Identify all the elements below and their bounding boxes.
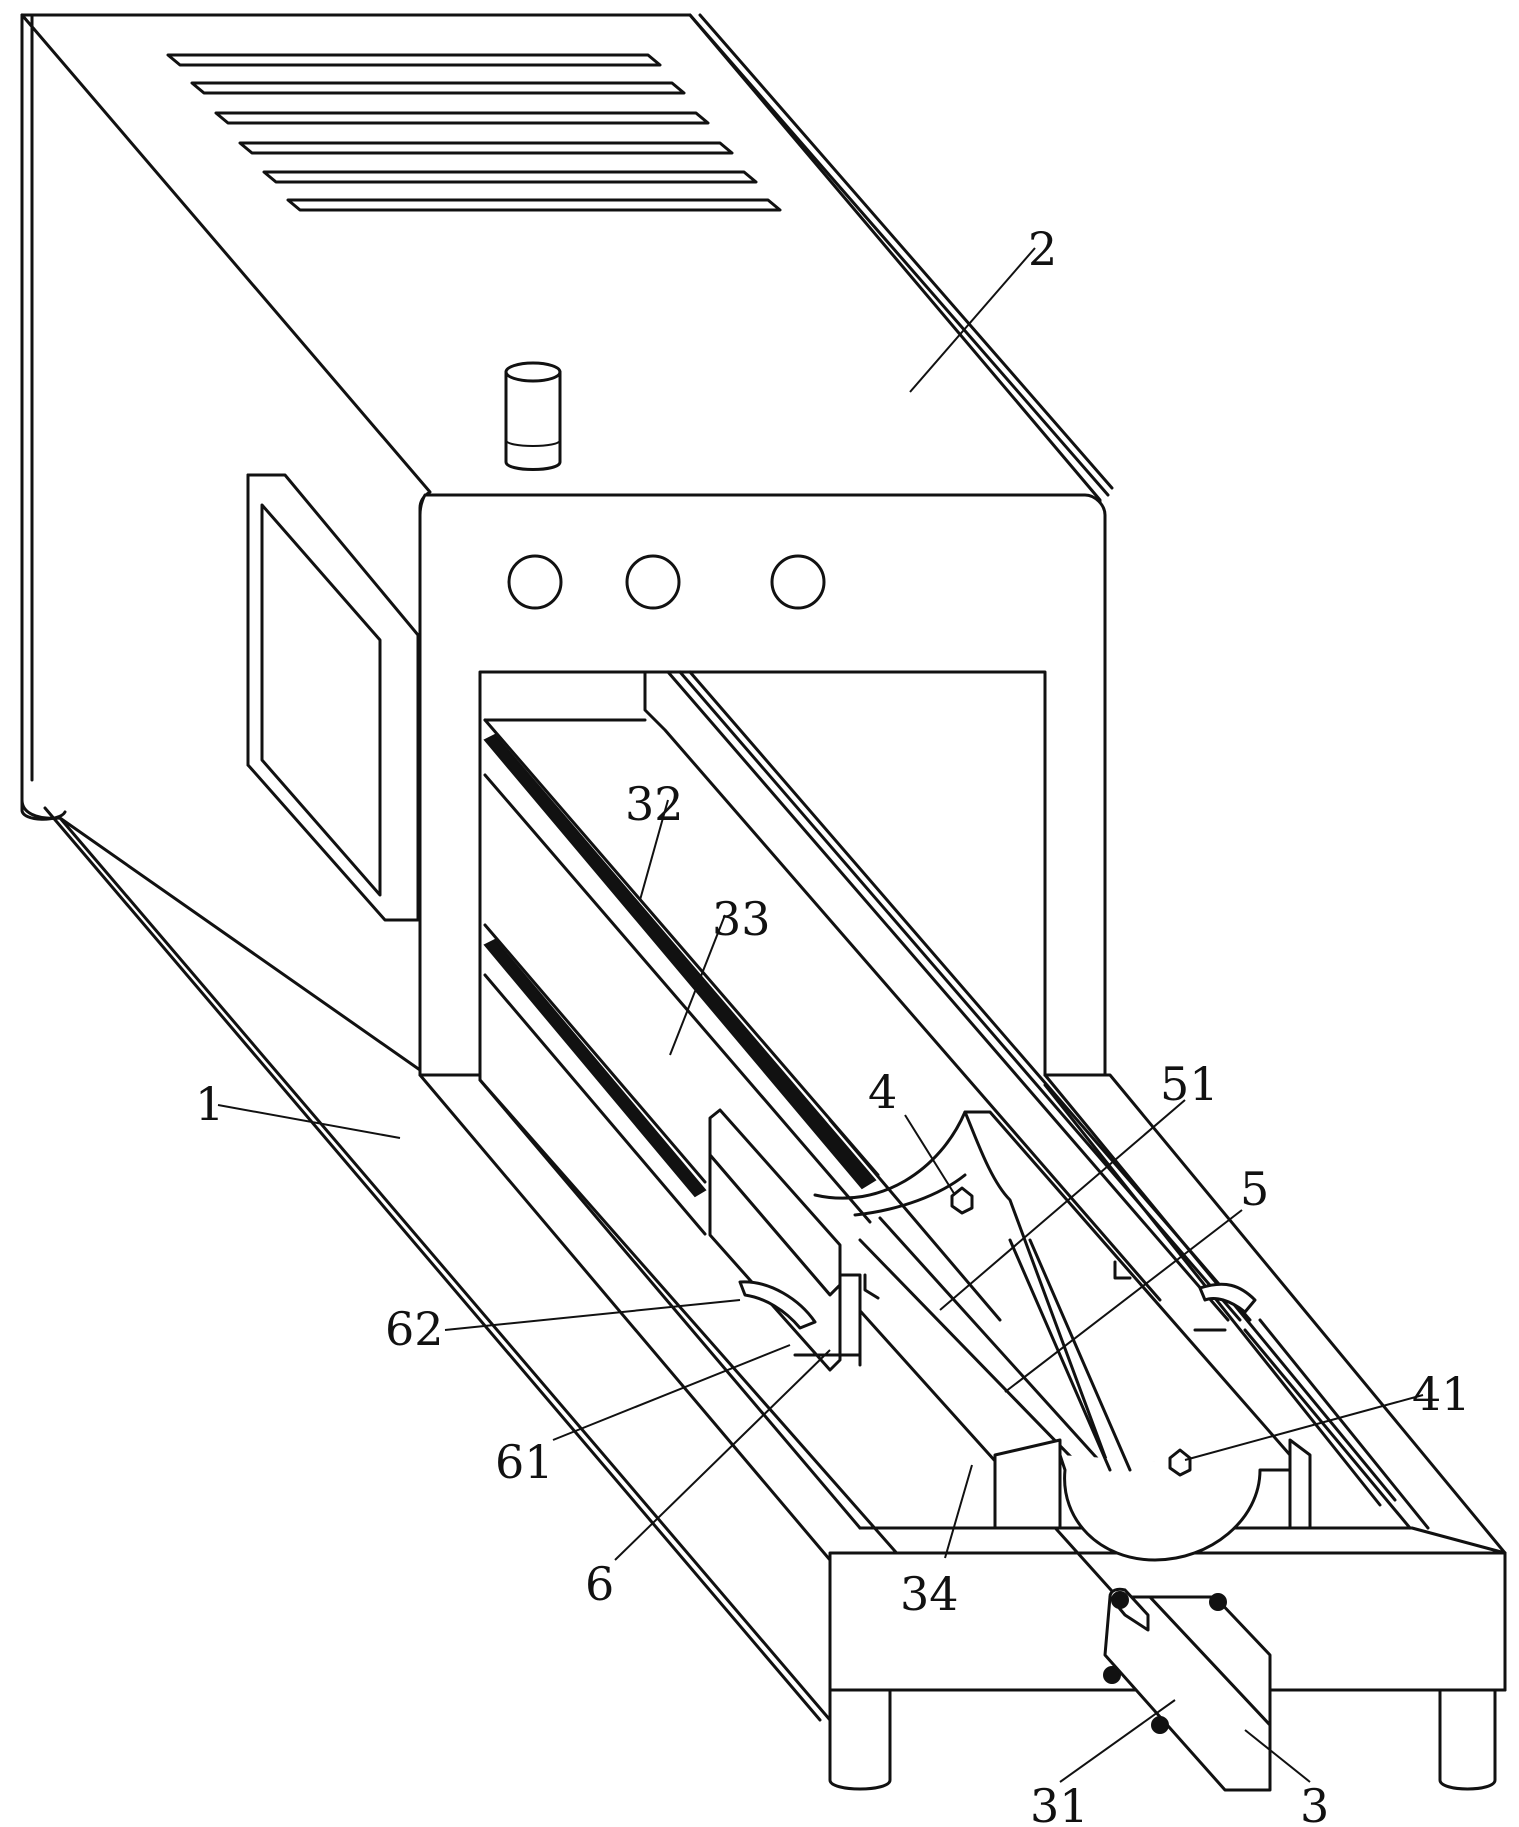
indicator-light (504, 361, 562, 471)
label-1: 1 (195, 1077, 224, 1131)
reference-numerals: 2 1 32 33 4 51 5 41 62 61 6 34 31 3 (195, 222, 1471, 1827)
side-display-panel (246, 473, 420, 922)
label-2: 2 (1028, 222, 1057, 276)
housing (20, 13, 1114, 1077)
housing-front-frame (418, 493, 1107, 1077)
motor (1103, 1587, 1272, 1792)
label-6: 6 (585, 1557, 614, 1611)
label-34: 34 (900, 1567, 959, 1621)
rail-groove-lower (483, 938, 707, 1198)
control-button-2[interactable] (625, 554, 681, 610)
label-32: 32 (625, 777, 684, 831)
label-4: 4 (868, 1065, 897, 1119)
label-33: 33 (712, 892, 771, 946)
clamp-pad (738, 1280, 817, 1330)
cradle (813, 1110, 1292, 1562)
label-62: 62 (385, 1302, 444, 1356)
control-button-1[interactable] (507, 554, 563, 610)
label-31: 31 (1030, 1779, 1089, 1827)
label-51: 51 (1160, 1057, 1219, 1111)
rail-groove (483, 733, 877, 1190)
rail (483, 670, 1430, 1530)
control-button-3[interactable] (770, 554, 826, 610)
cradle-hole-41 (1168, 1448, 1192, 1477)
leader-lines (217, 247, 1424, 1783)
vent-slots (166, 53, 782, 212)
label-3: 3 (1300, 1779, 1329, 1827)
base-foot-right (1438, 1688, 1497, 1791)
clamp-base (793, 1273, 862, 1367)
end-block (993, 1438, 1062, 1530)
base-foot-left (828, 1688, 892, 1791)
housing-foot (20, 788, 67, 821)
label-5: 5 (1240, 1162, 1269, 1216)
clamp-right (1113, 1260, 1257, 1332)
cradle-hole-4 (950, 1186, 974, 1215)
label-41: 41 (1412, 1367, 1471, 1421)
label-61: 61 (495, 1435, 554, 1489)
clamp (708, 1108, 880, 1372)
